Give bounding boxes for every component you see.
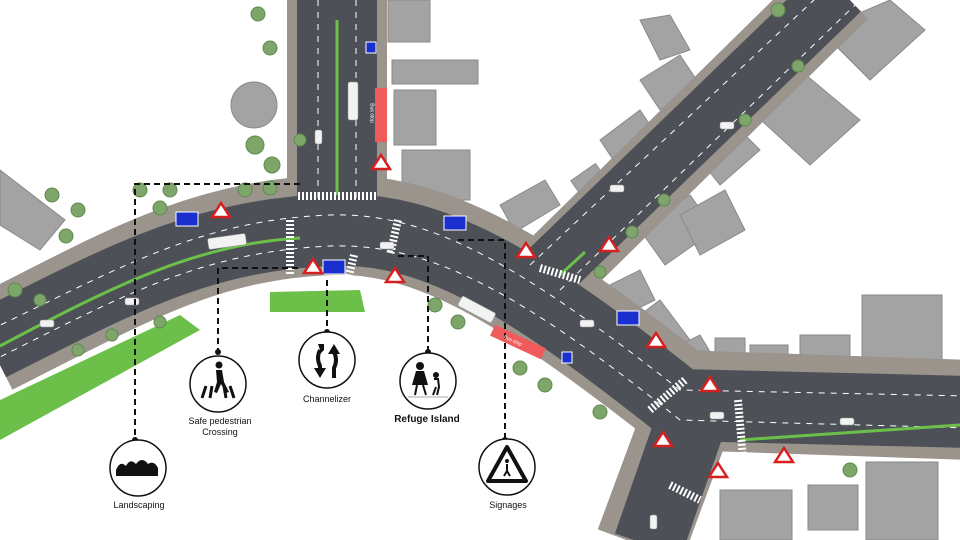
channelizer-arrows-icon xyxy=(298,331,356,389)
direction-signs xyxy=(175,41,640,364)
feature-label-landscaping: Landscaping xyxy=(113,500,165,510)
callout-lines xyxy=(134,183,506,440)
feature-label-refuge-island: Refuge Island xyxy=(394,414,460,425)
roundabout-plot xyxy=(230,81,278,129)
shrubs-icon xyxy=(109,439,167,497)
bus-stop-label: Bus stop xyxy=(368,103,375,123)
feature-label-safe-crossing: Safe pedestrian Crossing xyxy=(188,416,252,437)
feature-label-signages: Signages xyxy=(489,500,527,510)
feature-label-channelizer: Channelizer xyxy=(302,394,352,404)
zebra-crossings xyxy=(286,192,748,504)
adult-child-pedestrians-icon xyxy=(399,352,457,410)
vehicles xyxy=(39,81,855,530)
grass-strip xyxy=(0,315,200,440)
lane-markings xyxy=(0,0,960,428)
trees xyxy=(7,2,858,478)
pedestrian-crossing-icon xyxy=(189,355,247,413)
warning-signs xyxy=(209,152,796,479)
grass-strip xyxy=(270,290,365,312)
pedestrian-warning-sign-icon xyxy=(478,438,536,496)
